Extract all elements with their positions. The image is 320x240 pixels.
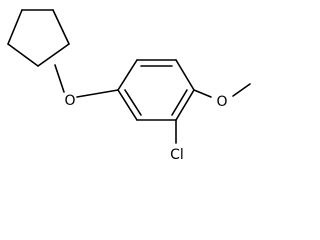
double-bond-ar6-ar1 — [124, 89, 142, 116]
bond-ar3-ar4 — [175, 59, 195, 91]
bond-ar4-ar5 — [175, 89, 195, 121]
bond-ar1-ar2 — [117, 59, 138, 91]
chlorine-label: Cl — [170, 147, 184, 163]
bond-ar6-ar1 — [117, 89, 138, 121]
double-bond-ar4-ar5 — [171, 89, 188, 116]
bond-cp4-cp5 — [7, 43, 39, 67]
bond-ring-methoxy-oxygen — [193, 89, 212, 98]
bond-methoxy-oxygen-methyl — [232, 83, 251, 97]
methoxy-oxygen-label: O — [216, 94, 227, 110]
ether-oxygen-label: O — [64, 93, 75, 109]
bond-cyclopentyl-oxygen — [54, 64, 65, 93]
bond-oxygen-ring — [76, 89, 119, 98]
molecule-structure-diagram: O O Cl — [7, 9, 251, 163]
benzene-ring — [117, 59, 195, 121]
bond-cp5-cp1 — [7, 9, 23, 45]
bond-cp2-cp3 — [52, 9, 70, 45]
cyclopentyl-ring — [7, 9, 70, 67]
bond-cp3-cp4 — [37, 43, 70, 67]
